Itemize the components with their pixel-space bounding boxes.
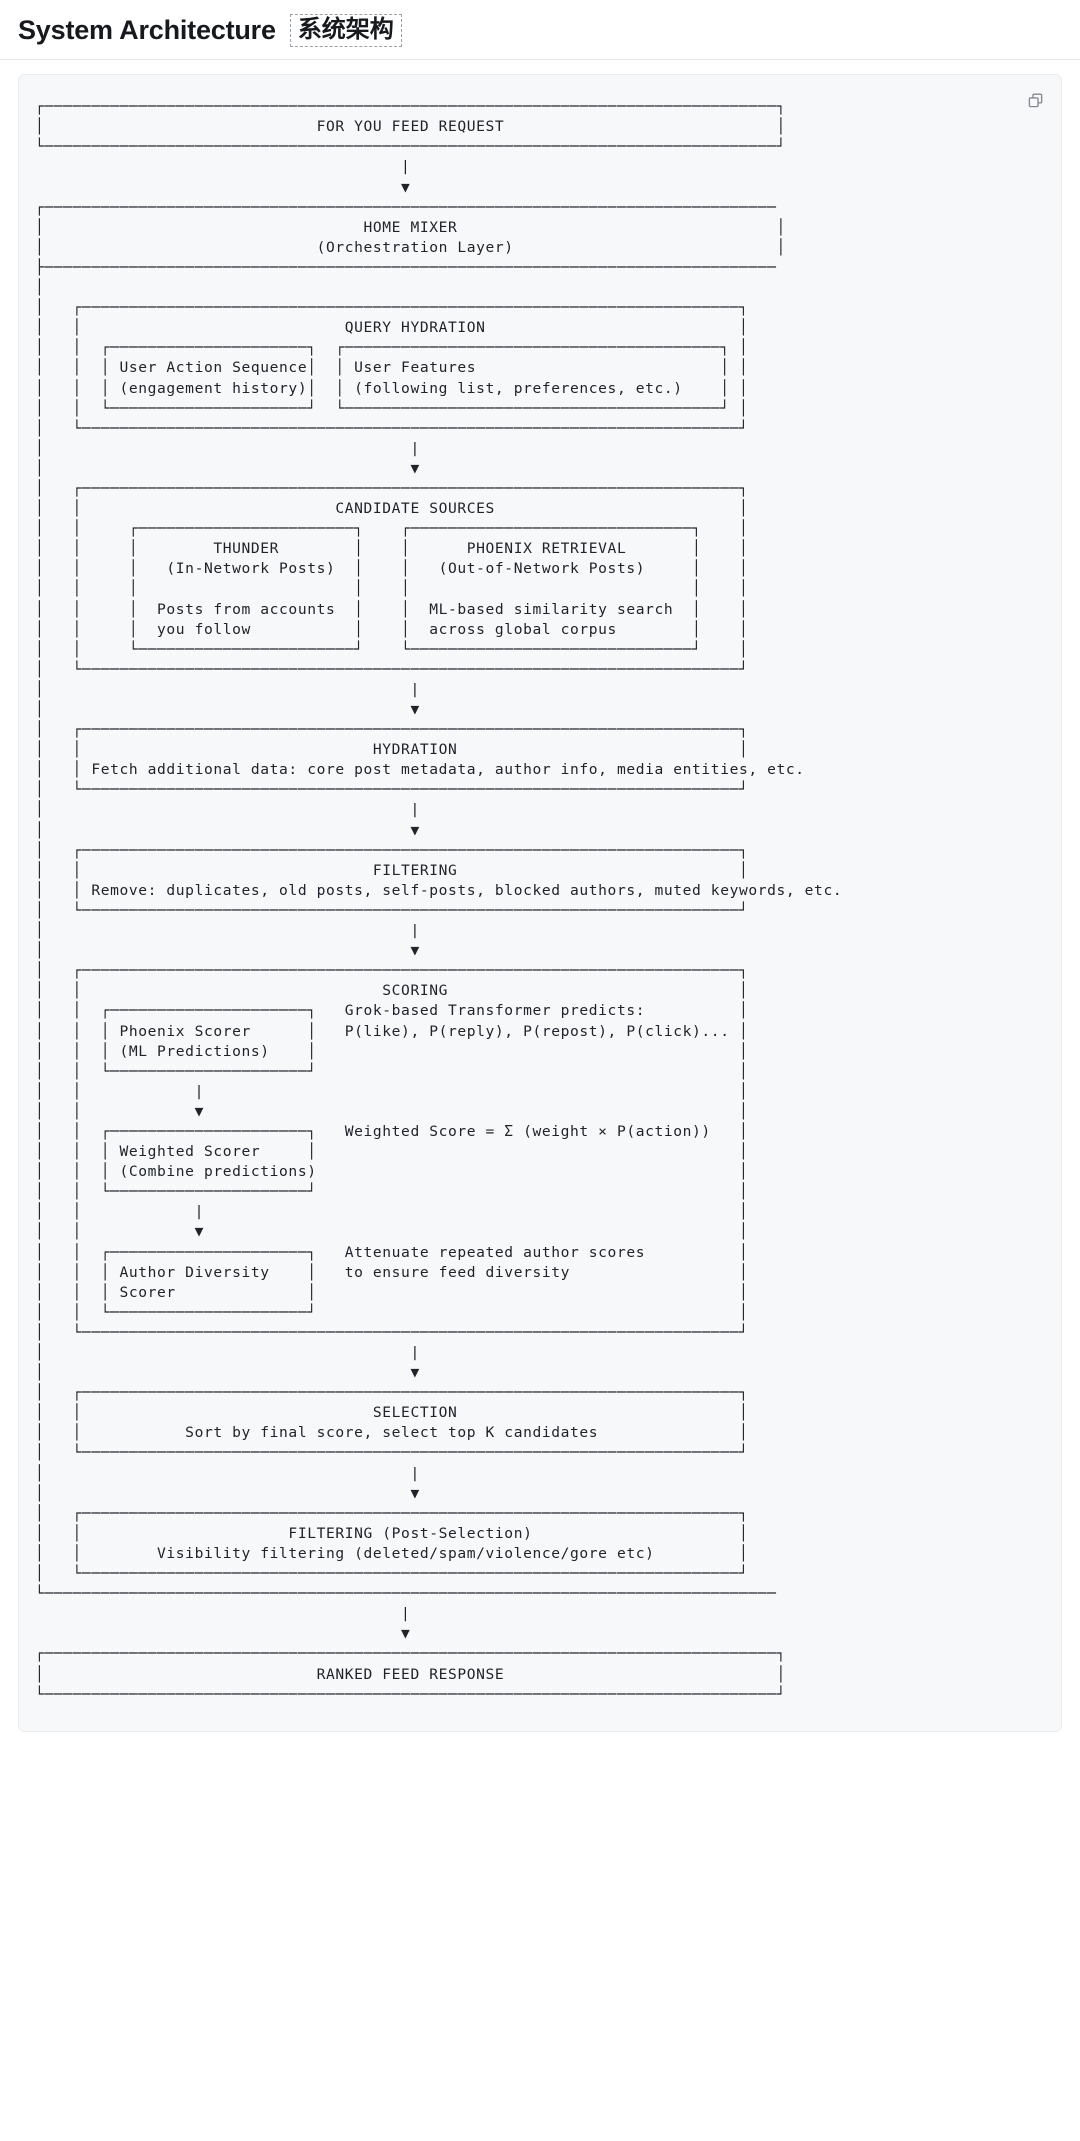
architecture-ascii-diagram: ┌───────────────────────────────────────… bbox=[35, 98, 843, 1703]
page-root: System Architecture 系统架构 ┌──────────────… bbox=[0, 0, 1080, 1752]
diagram-panel-wrapper: ┌───────────────────────────────────────… bbox=[0, 60, 1080, 1752]
page-title-translation-tag: 系统架构 bbox=[289, 14, 402, 48]
page-title: System Architecture bbox=[18, 15, 276, 46]
diagram-panel: ┌───────────────────────────────────────… bbox=[18, 74, 1062, 1732]
copy-icon[interactable] bbox=[1022, 87, 1048, 113]
page-header: System Architecture 系统架构 bbox=[0, 0, 1080, 61]
